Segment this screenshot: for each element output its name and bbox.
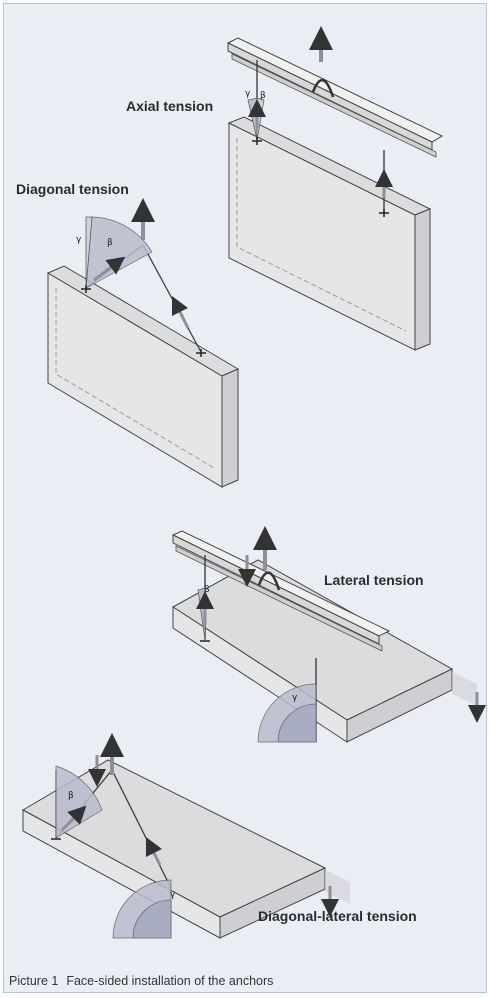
diagonal-lateral-tension-diagram: β γ [21, 733, 350, 939]
axial-beam-hook [311, 79, 335, 98]
caption-text: Face-sided installation of the anchors [66, 974, 274, 988]
diag-lateral-gamma-symbol: γ [170, 890, 176, 900]
axial-tension-diagram: γ β [226, 26, 444, 351]
diagonal-tension-label: Diagonal tension [16, 181, 129, 197]
diagonal-beta-symbol: β [107, 238, 113, 248]
axial-beta-symbol: β [260, 91, 266, 101]
caption-number: Picture 1 [9, 974, 59, 988]
lateral-gamma-symbol: γ [292, 693, 298, 703]
lateral-tension-label: Lateral tension [324, 572, 424, 588]
lateral-beta-symbol: β [204, 585, 210, 595]
axial-gamma-symbol: γ [245, 89, 251, 99]
axial-panel-side [414, 208, 431, 351]
diagonal-gamma-symbol: γ [76, 235, 82, 245]
figure-caption: Picture 1 Face-sided installation of the … [9, 974, 273, 988]
diagonal-tension-diagram: γ β [46, 198, 240, 488]
axial-tension-label: Axial tension [126, 98, 214, 114]
diagonal-panel-front [47, 272, 223, 488]
diagonal-lateral-tension-label: Diagonal-lateral tension [258, 908, 417, 924]
lateral-tension-diagram: β γ [171, 526, 486, 743]
diag-lateral-beta-symbol: β [68, 791, 74, 801]
